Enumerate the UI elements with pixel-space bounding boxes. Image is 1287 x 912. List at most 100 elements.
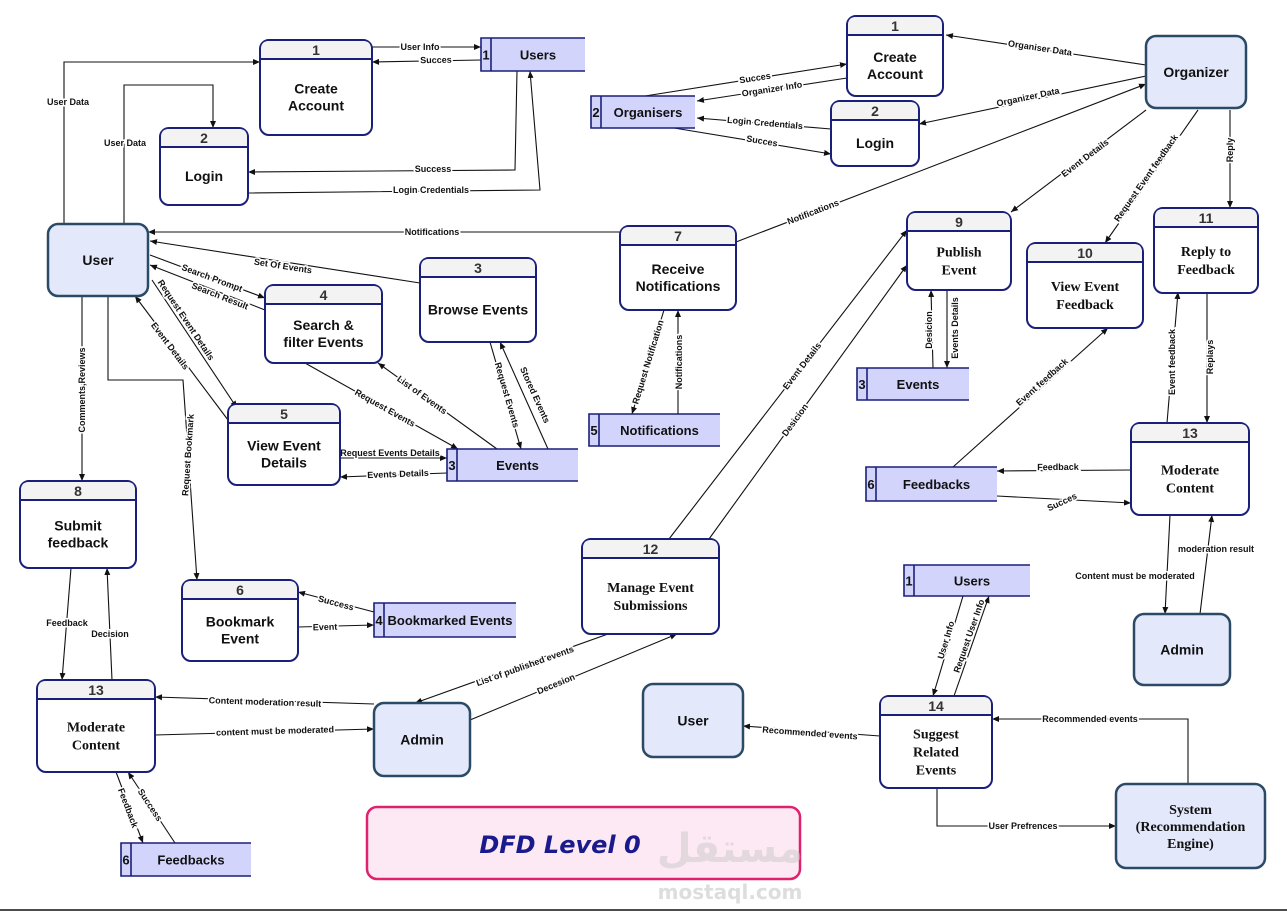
node-label: feedback xyxy=(48,535,109,551)
flow-label: Succes xyxy=(739,71,772,86)
node-label: Login xyxy=(856,135,894,151)
external-entity-user1[interactable]: User xyxy=(46,222,150,298)
store-box xyxy=(374,603,516,637)
entity-box xyxy=(641,682,745,759)
external-entity-user2[interactable]: User xyxy=(641,682,745,759)
flow-label: User Info xyxy=(400,42,440,52)
process-box xyxy=(581,538,720,635)
node-label: Submit xyxy=(54,518,102,534)
flow-label: Events Details xyxy=(950,297,960,359)
flow-label: Event feedback xyxy=(1167,328,1177,395)
external-entity-admin2[interactable]: Admin xyxy=(1132,612,1232,687)
node-label: (Recommendation xyxy=(1136,820,1246,835)
data-flow: Notifications xyxy=(148,226,620,239)
flow-arrow xyxy=(932,595,964,697)
data-flow: User Data xyxy=(102,84,216,224)
node-label: Browse Events xyxy=(428,302,529,318)
node-label: Event xyxy=(942,264,977,279)
flow-arrow xyxy=(952,327,1109,468)
external-entity-admin1[interactable]: Admin xyxy=(372,701,472,778)
flow-label: Event Details xyxy=(149,320,191,371)
data-flow: Request Notification xyxy=(629,309,667,415)
flow-arrow xyxy=(371,58,482,65)
flow-label: Notifications xyxy=(786,198,840,227)
flow-arrow xyxy=(127,771,176,844)
node-label: Event xyxy=(221,631,259,647)
data-flow: Request User Info xyxy=(950,595,990,697)
watermark-latin: mostaql.com xyxy=(658,880,803,904)
node-label: Suggest xyxy=(913,728,959,743)
node-label: User xyxy=(82,252,114,268)
data-flow: Events Details xyxy=(339,466,448,482)
external-entity-organizer[interactable]: Organizer xyxy=(1144,34,1248,110)
flow-arrow xyxy=(154,694,375,705)
data-flow: User Prefrences xyxy=(936,788,1116,833)
flow-arrow xyxy=(1010,109,1147,213)
flow-label: Reply xyxy=(1225,138,1235,163)
data-flow: Succes xyxy=(371,53,482,67)
store-box xyxy=(857,368,969,400)
data-flow: Event feedback xyxy=(952,327,1109,468)
flow-label: Event Details xyxy=(1059,137,1110,179)
watermark-arabic: مستقل xyxy=(657,826,803,872)
flow-label: moderation result xyxy=(1178,544,1254,554)
flow-arrow xyxy=(134,295,229,421)
data-flow: Feedback xyxy=(996,460,1132,474)
data-flow: Events Details xyxy=(944,290,962,368)
node-label: Login xyxy=(185,168,223,184)
store-label: Feedbacks xyxy=(157,853,224,868)
node-label: Content xyxy=(1166,482,1215,497)
data-flow: moderation result xyxy=(1176,514,1256,615)
data-flow: Login Credentials xyxy=(696,113,832,133)
node-label: Organizer xyxy=(1163,64,1229,80)
flow-label: User Prefrences xyxy=(988,821,1057,831)
flow-label: User Data xyxy=(47,97,90,107)
flow-arrow xyxy=(149,264,266,311)
process-number: 10 xyxy=(1077,245,1093,261)
data-flow: Organizer Info xyxy=(696,77,848,103)
flow-label: content must be moderated xyxy=(216,724,334,737)
flow-label: Desicion xyxy=(924,311,934,349)
flow-arrow xyxy=(644,62,848,97)
flow-label: Request Events xyxy=(493,361,521,429)
flow-label: Organiser Data xyxy=(1007,38,1073,58)
process-box xyxy=(259,39,373,136)
flow-arrow xyxy=(996,495,1132,506)
data-flow: Comments,Reviews xyxy=(76,296,89,481)
flow-arrow xyxy=(696,115,832,130)
store-label: Feedbacks xyxy=(903,477,970,492)
store-label: Events xyxy=(897,377,940,392)
node-label: Create xyxy=(873,49,917,65)
node-label: filter Events xyxy=(283,334,363,350)
process-box xyxy=(1153,207,1259,294)
node-label: Admin xyxy=(400,732,444,748)
